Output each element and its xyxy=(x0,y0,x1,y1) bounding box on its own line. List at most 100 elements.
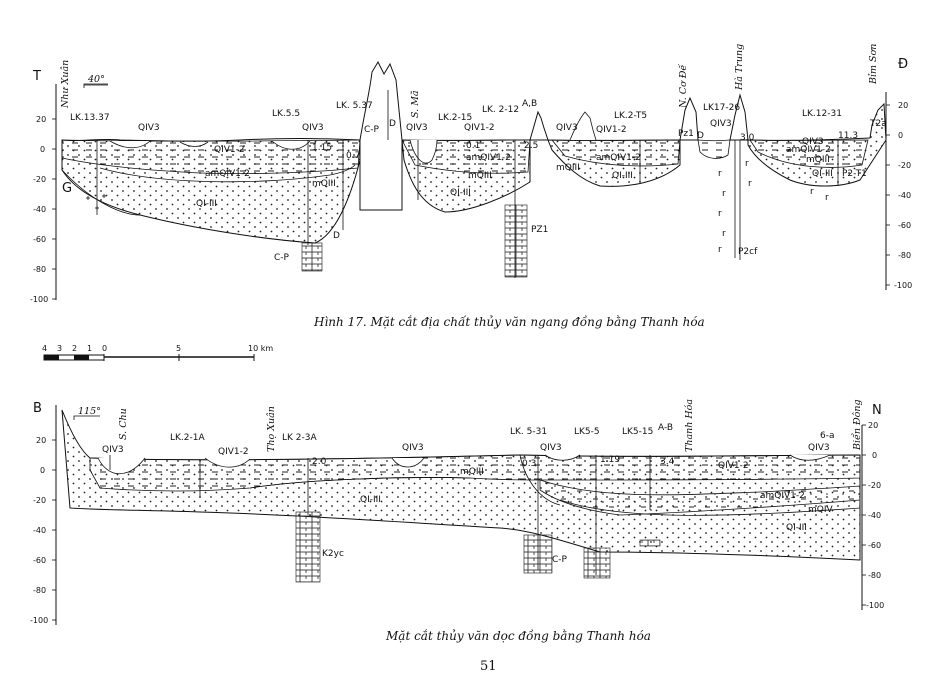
s1-unit-amqiv-d: amQIV1-2 xyxy=(786,145,831,155)
s1-val-2: 0.1 xyxy=(466,141,480,151)
svg-text:r: r xyxy=(825,193,829,203)
s1-unit-qiii-c: QI-III xyxy=(612,171,633,181)
s1-unit-mqiii-a: mQIII xyxy=(312,179,336,189)
s1-unit-cp-b: C-P xyxy=(274,253,290,263)
s1-unit-t2a: T2a xyxy=(869,119,887,129)
s2-tick-r1: 0 xyxy=(872,451,877,460)
s2-tick-l5: -80 xyxy=(33,586,46,595)
s1-unit-qiv3-e: QIV3 xyxy=(710,119,732,129)
s2-unit-mqiv: mQIV xyxy=(808,505,834,515)
s2-unit-mqiii: mQIII xyxy=(460,467,484,477)
s1-tick-r1: 0 xyxy=(898,131,903,140)
s1-unit-qiv12-b: QIV1-2 xyxy=(464,123,495,133)
section2-left-dir: B xyxy=(33,401,42,416)
s1-unit-amqiv-a: amQIV1-2 xyxy=(205,169,250,179)
section2-angle: 115° xyxy=(78,406,101,417)
s1-val-1: 0.7 xyxy=(346,151,360,161)
s2-well-3: LK5-5 xyxy=(574,427,600,437)
s1-unit-cp-a: C-P xyxy=(364,125,380,135)
s1-unit-mqiii-b: mQIII xyxy=(468,171,492,181)
s1-unit-amqiv-b: amQIV1-2 xyxy=(466,153,511,163)
s1-tick-l2: -20 xyxy=(33,175,46,184)
section2-caption: Mặt cắt thủy văn dọc đồng bằng Thanh hóa xyxy=(385,628,651,643)
s2-unit-qiv3-c: QIV3 xyxy=(540,443,562,453)
s1-well-2: LK. 5.37 xyxy=(336,101,373,111)
s2-tick-l3: -40 xyxy=(33,526,46,535)
s1-val-3: 2.5 xyxy=(524,141,538,151)
section-1: T 20 0 -20 -40 -60 -80 -100 Đ 20 0 -20 -… xyxy=(30,44,912,329)
s2-tick-r0: 20 xyxy=(868,421,878,430)
section2-right-dir: N xyxy=(872,403,882,418)
svg-text:r: r xyxy=(748,179,752,189)
s2-tick-l1: 0 xyxy=(40,466,45,475)
s1-tick-l5: -80 xyxy=(33,265,46,274)
s2-well-4: LK5-15 xyxy=(622,427,653,437)
s2-tick-r4: -60 xyxy=(868,541,881,550)
s2-tick-r2: -20 xyxy=(868,481,881,490)
s2-well-2: LK. 5-31 xyxy=(510,427,547,437)
s2-place-3: Biển Đông xyxy=(851,399,863,451)
s1-place-3: Hà Trung xyxy=(734,44,745,91)
s2-tick-l0: 20 xyxy=(36,436,46,445)
s1-unit-mqiii-d: mQIII xyxy=(806,155,830,165)
s1-well-3: LK.2-15 xyxy=(438,113,472,123)
s1-unit-qiv3-b: QIV3 xyxy=(302,123,324,133)
s1-unit-d-a: D xyxy=(389,119,396,129)
s2-unit-k2yc: K2yc xyxy=(322,549,344,559)
s2-val-3: 3.4 xyxy=(660,457,675,467)
section1-left-dir: T xyxy=(32,69,41,84)
s1-unit-amqiv-c: amQIV1-2 xyxy=(596,153,641,163)
s1-unit-qiv3-c: QIV3 xyxy=(406,123,428,133)
s1-tick-r3: -40 xyxy=(898,191,911,200)
s2-well-5: A-B xyxy=(658,423,673,433)
s2-tick-l4: -60 xyxy=(33,556,46,565)
s1-unit-mqiii-c: mQIII xyxy=(556,163,580,173)
svg-text:r: r xyxy=(718,209,722,219)
s2-val-0: 2.0 xyxy=(312,457,327,467)
s1-tick-r5: -80 xyxy=(898,251,911,260)
s1-well-1: LK.5.5 xyxy=(272,109,300,119)
s1-unit-p2t1: P2-T1 xyxy=(842,169,867,179)
s1-val-5: 11.3 xyxy=(838,131,858,141)
s1-tick-r0: 20 xyxy=(898,101,908,110)
s2-tick-r6: -100 xyxy=(866,601,884,610)
section-2: B 20 0 -20 -40 -60 -80 -100 N 20 0 -20 -… xyxy=(30,399,884,643)
s1-unit-pz1: PZ1 xyxy=(531,225,548,235)
svg-text:r: r xyxy=(722,189,726,199)
s1-place-4: Bỉm Sơn xyxy=(868,44,879,85)
s1-unit-p2cf: P2cf xyxy=(738,247,758,257)
s2-well-0: LK.2-1A xyxy=(170,433,205,443)
s1-unit-qiv12-c: QIV1-2 xyxy=(596,125,627,135)
s1-well-7: LK17-26 xyxy=(703,103,740,113)
scale-tick-6: 10 km xyxy=(248,344,273,353)
s1-unit-qiv12-a: QIV1-2 xyxy=(214,145,245,155)
section1-angle: 40° xyxy=(87,74,105,85)
s1-well-6: LK.2-T5 xyxy=(614,111,647,121)
section1-caption: Hình 17. Mặt cắt địa chất thủy văn ngang… xyxy=(313,314,705,329)
s2-tick-r3: -40 xyxy=(868,511,881,520)
scale-tick-1: 3 xyxy=(57,344,62,353)
s1-unit-g: G xyxy=(62,181,72,196)
scale-bar: 4 3 2 1 0 5 10 km xyxy=(42,344,273,361)
s2-well-1: LK 2-3A xyxy=(282,433,317,443)
s1-tick-l3: -40 xyxy=(33,205,46,214)
scale-tick-5: 5 xyxy=(176,344,181,353)
s1-well-5: A,B xyxy=(522,99,537,109)
s1-well-0: LK.13.37 xyxy=(70,113,110,123)
svg-text:r: r xyxy=(745,159,749,169)
s1-val-4: 3.0 xyxy=(740,133,755,143)
svg-text:r: r xyxy=(718,245,722,255)
s2-place-0: S. Chu xyxy=(118,408,129,440)
s2-unit-qiv3-b: QIV3 xyxy=(402,443,424,453)
s1-val-0: 1.15 xyxy=(312,143,332,153)
s2-unit-qiv3-a: QIV3 xyxy=(102,445,124,455)
scale-tick-3: 1 xyxy=(87,344,92,353)
s2-unit-qiv12-a: QIV1-2 xyxy=(218,447,249,457)
s1-tick-l0: 20 xyxy=(36,115,46,124)
s1-tick-l1: 0 xyxy=(40,145,45,154)
scale-tick-4: 0 xyxy=(102,344,107,353)
s1-unit-qiv3-f: QIV3 xyxy=(802,137,824,147)
s1-unit-qiv3-a: QIV3 xyxy=(138,123,160,133)
s1-place-0: Như Xuân xyxy=(60,60,71,109)
